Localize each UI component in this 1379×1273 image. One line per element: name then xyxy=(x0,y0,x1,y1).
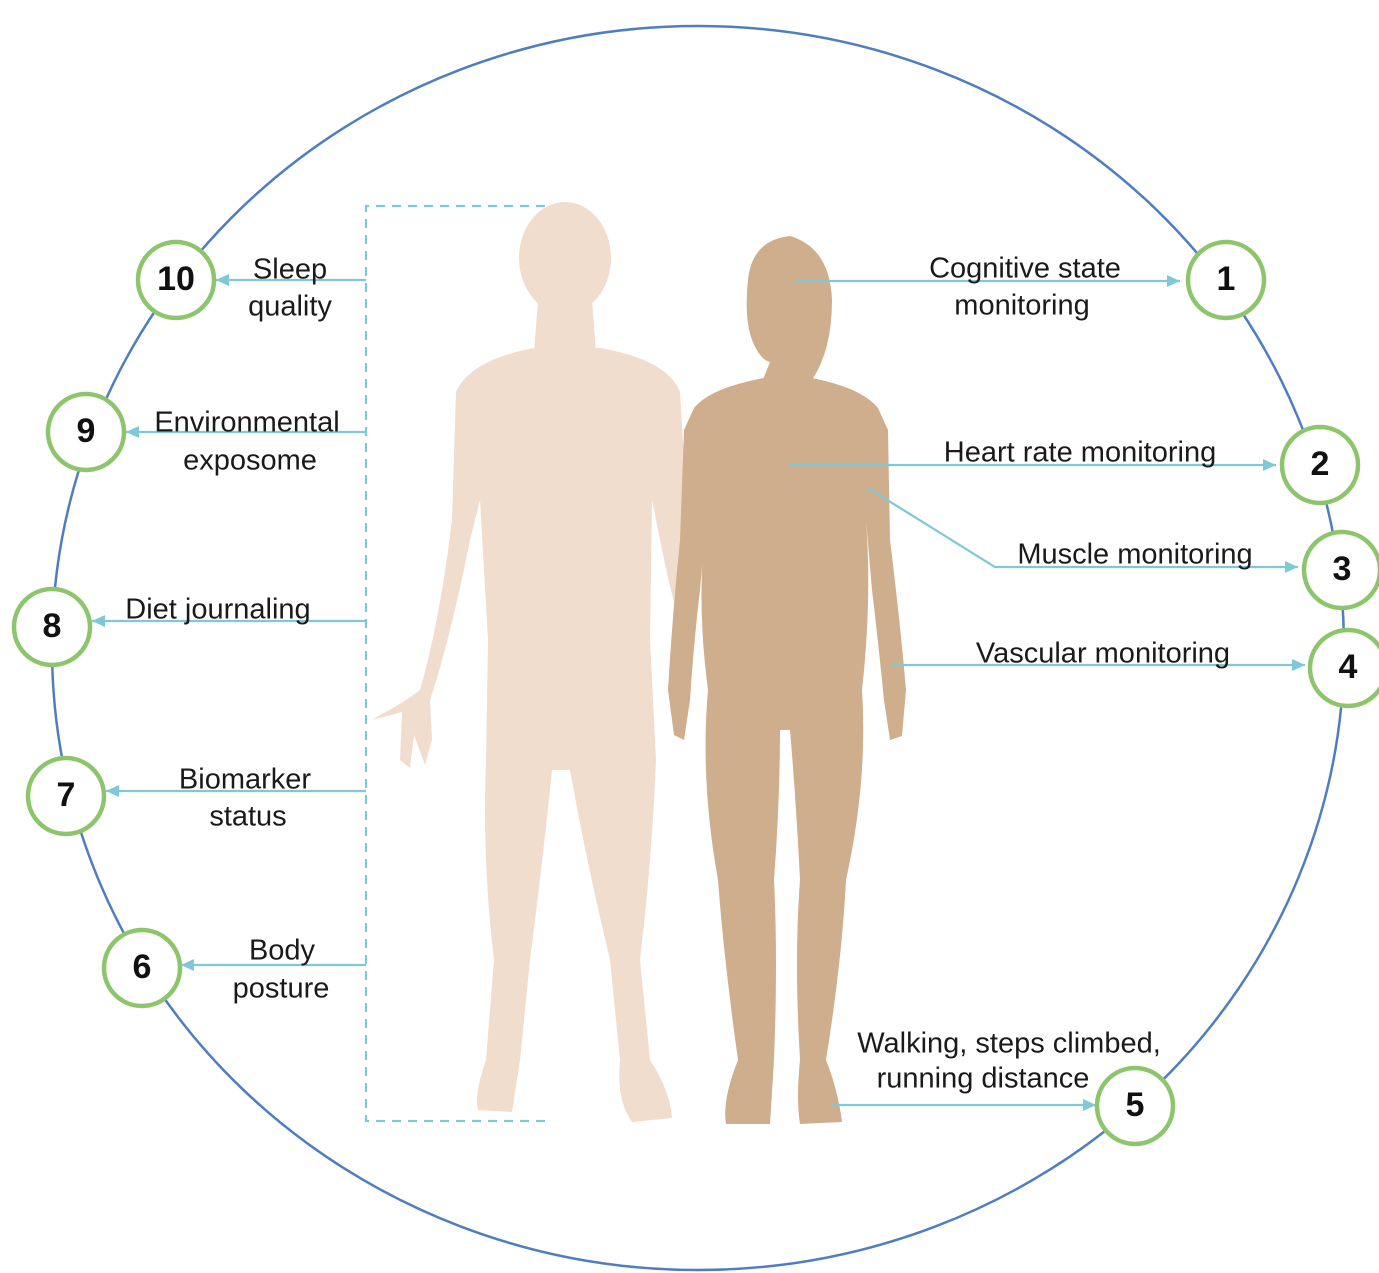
item-label-3-line-1: Muscle monitoring xyxy=(1017,539,1252,571)
item-label-6-line-2: posture xyxy=(233,973,330,1005)
item-label-5-line-1: Walking, steps climbed, xyxy=(857,1028,1161,1060)
item-label-9-line-1: Environmental xyxy=(154,407,339,439)
item-label-4-line-1: Vascular monitoring xyxy=(976,638,1230,670)
item-label-9-line-2: exposome xyxy=(183,445,317,477)
arrow-head-icon xyxy=(92,615,105,627)
badge-number-1: 1 xyxy=(1217,260,1236,298)
item-label-7-line-2: status xyxy=(209,801,286,833)
arrow-head-icon xyxy=(1263,459,1276,471)
male-silhouette xyxy=(372,202,690,1122)
badge-number-6: 6 xyxy=(133,948,152,986)
badge-number-2: 2 xyxy=(1311,445,1330,483)
item-label-6-line-1: Body xyxy=(249,935,316,967)
badge-number-9: 9 xyxy=(77,412,96,450)
item-label-1-line-2: monitoring xyxy=(954,290,1089,322)
badge-number-5: 5 xyxy=(1126,1086,1145,1124)
item-label-8-line-1: Diet journaling xyxy=(125,594,310,626)
item-label-10-line-1: Sleep xyxy=(253,254,327,286)
arrow-head-icon xyxy=(106,785,119,797)
badge-number-7: 7 xyxy=(57,776,76,814)
arrow-head-icon xyxy=(181,959,194,971)
badge-layer: 1 2 3 4 5 6 7 8 9 10 xyxy=(14,242,1379,1144)
item-label-5-line-2: running distance xyxy=(877,1063,1090,1095)
item-label-7-line-1: Biomarker xyxy=(179,764,311,796)
arrow-head-icon xyxy=(1167,275,1180,287)
item-label-2-line-1: Heart rate monitoring xyxy=(944,437,1216,469)
arrow-head-icon xyxy=(126,426,139,438)
item-label-10-line-2: quality xyxy=(248,291,332,323)
badge-number-8: 8 xyxy=(43,607,62,645)
arrow-head-icon xyxy=(1285,561,1298,573)
badge-number-10: 10 xyxy=(157,260,195,298)
arrow-head-icon xyxy=(1292,659,1305,671)
badge-number-4: 4 xyxy=(1339,648,1358,686)
arrow-head-icon xyxy=(216,274,229,286)
arrow-head-icon xyxy=(1083,1099,1096,1111)
female-silhouette xyxy=(668,236,906,1124)
item-label-1-line-1: Cognitive state xyxy=(929,253,1121,285)
badge-number-3: 3 xyxy=(1333,550,1352,588)
